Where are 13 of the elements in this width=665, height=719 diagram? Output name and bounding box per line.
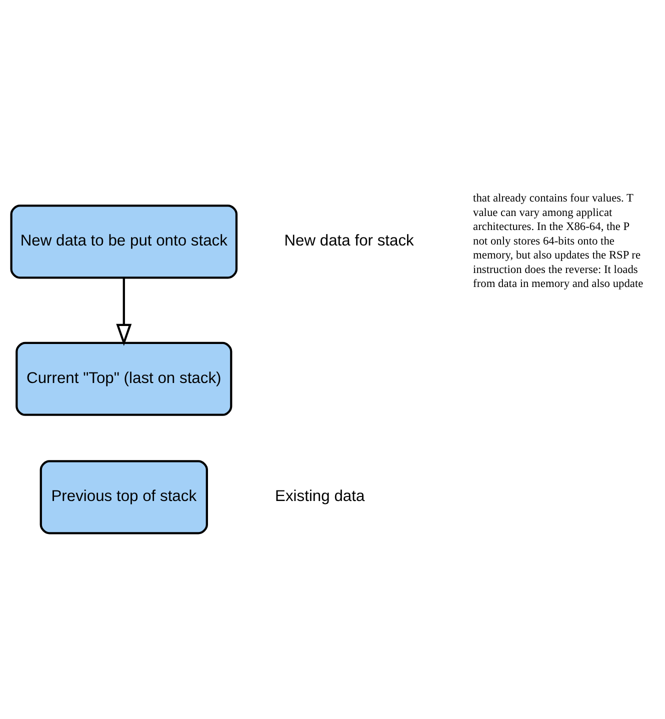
- label: that already contains four values. T: [473, 192, 634, 204]
- label: New data for stack: [284, 232, 414, 250]
- node-box: New data to be put onto stack: [10, 204, 238, 278]
- label: from data in memory and also update: [473, 278, 644, 290]
- label: memory, but also updates the RSP re: [473, 249, 641, 262]
- label: Existing data: [275, 488, 365, 505]
- arrow: [116, 277, 132, 346]
- label: instruction does the reverse: It loads: [473, 263, 638, 276]
- label: not only stores 64-bits onto the: [473, 234, 614, 247]
- label: architectures. In the X86-64, the P: [473, 220, 630, 233]
- node-box: Previous top of stack: [40, 460, 208, 534]
- label: value can vary among applicat: [473, 206, 612, 218]
- node-box: Current "Top" (last on stack): [16, 341, 232, 416]
